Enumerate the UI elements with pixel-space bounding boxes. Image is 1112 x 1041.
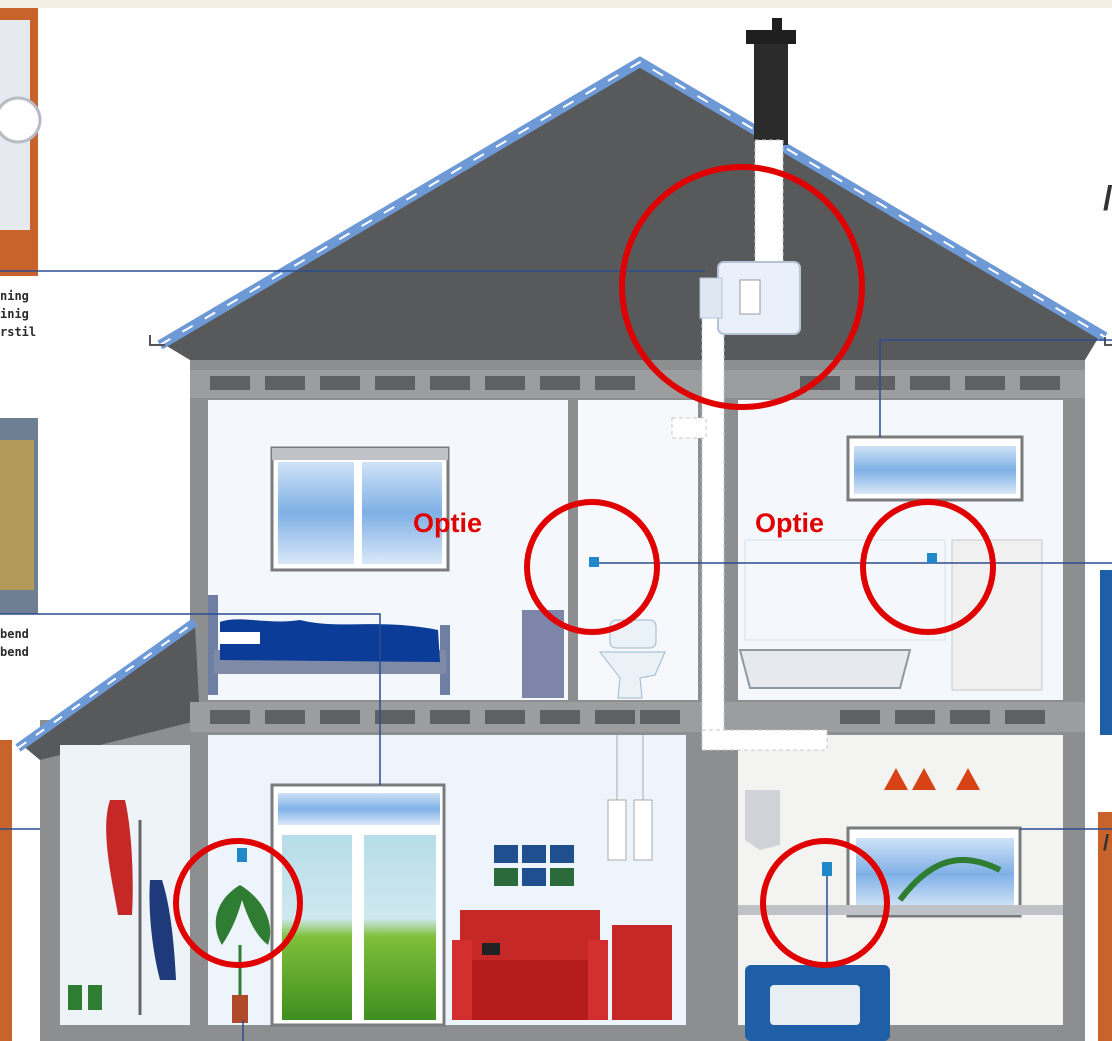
optie-label-left: Optie bbox=[413, 508, 482, 538]
svg-text:/: / bbox=[1103, 830, 1109, 855]
main-roof bbox=[165, 65, 1100, 360]
svg-text:ning: ning bbox=[0, 289, 29, 303]
optie-label-right: Optie bbox=[755, 508, 824, 538]
right-panel-blue bbox=[1100, 570, 1112, 735]
svg-text:bend: bend bbox=[0, 627, 29, 641]
left-photo-panel-bottom bbox=[0, 740, 12, 1041]
svg-text:/: / bbox=[1103, 180, 1112, 218]
sofa bbox=[452, 910, 672, 1020]
chimney bbox=[754, 40, 788, 145]
svg-text:rstil: rstil bbox=[0, 325, 36, 339]
top-border bbox=[0, 0, 1112, 8]
left-text-fragments-upper: ning inig rstil bbox=[0, 289, 36, 339]
left-text-fragments-lower: bend bend bbox=[0, 627, 29, 659]
bathroom-window bbox=[848, 437, 1022, 500]
svg-text:inig: inig bbox=[0, 307, 29, 321]
svg-text:bend: bend bbox=[0, 645, 29, 659]
